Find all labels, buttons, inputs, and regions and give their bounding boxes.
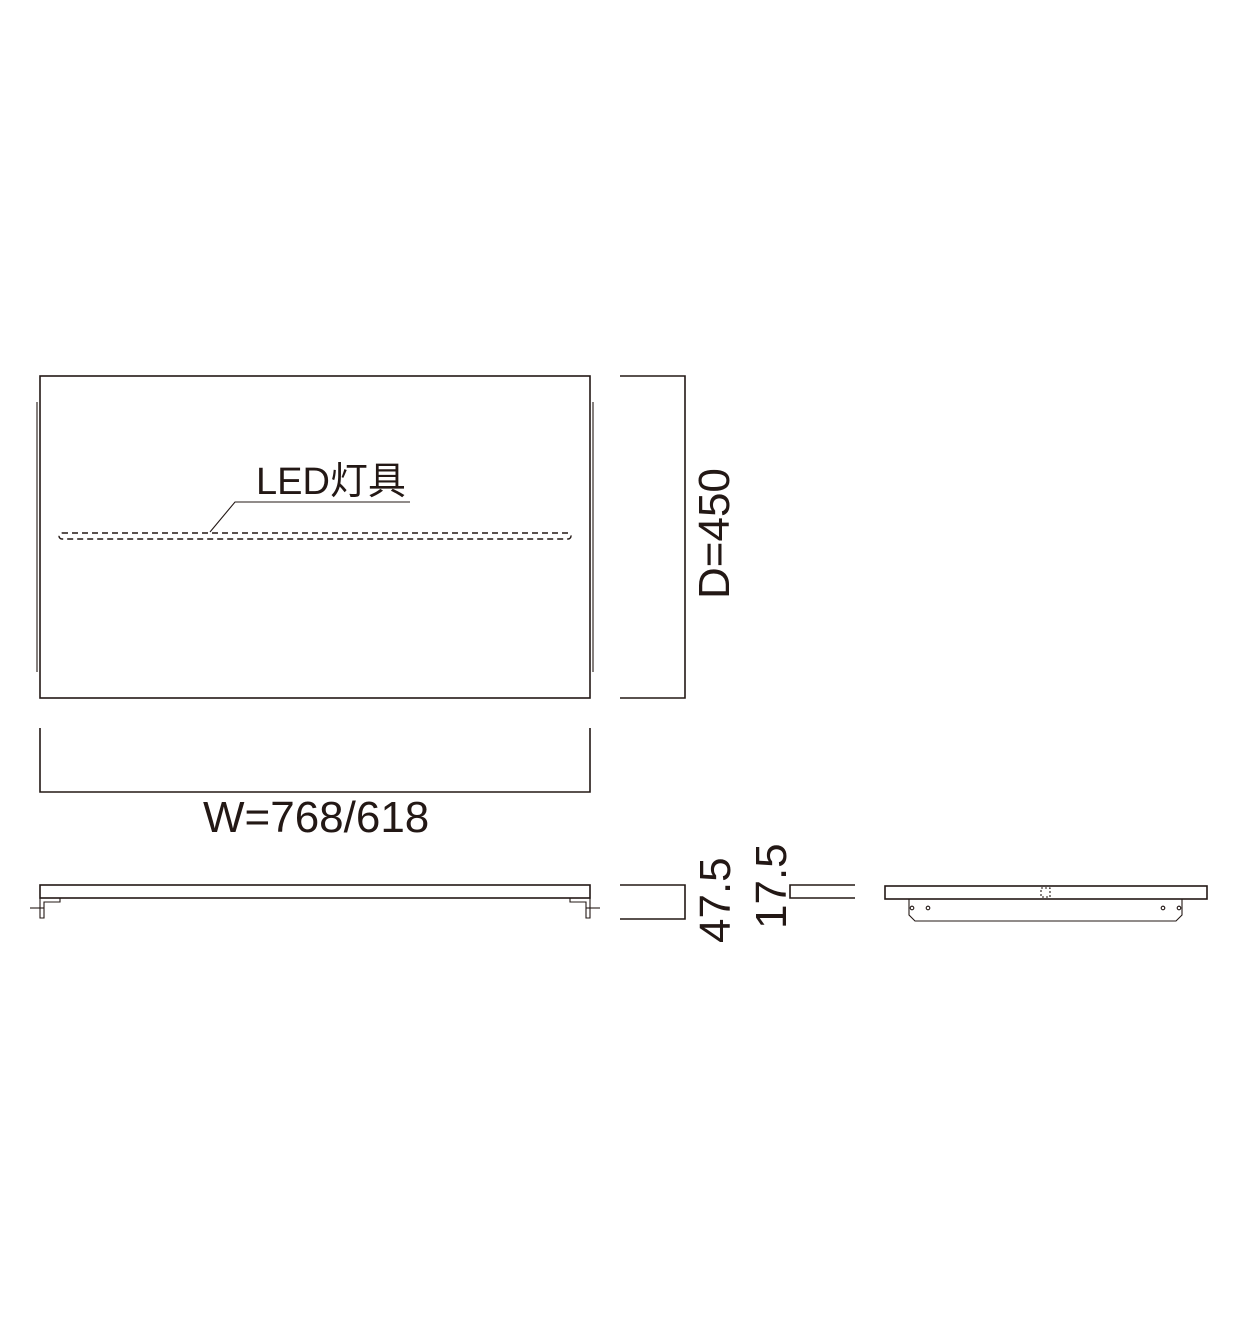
front-left-bracket	[39, 898, 61, 919]
led-leader-line	[209, 501, 410, 533]
width-dimension: W=768/618	[39, 728, 591, 842]
side-hole-4	[1176, 905, 1182, 911]
front-right-bracket	[569, 898, 591, 919]
depth-dimension: D=450	[620, 375, 739, 699]
side-shelf-board	[884, 885, 1208, 900]
top-view: LED灯具	[36, 375, 594, 699]
front-height-dimension: 47.5	[620, 857, 740, 943]
depth-label: D=450	[690, 468, 739, 599]
front-shelf-board	[39, 884, 591, 899]
side-bracket-plate	[908, 899, 1183, 922]
led-fixture-label: LED灯具	[256, 461, 406, 503]
side-hole-2	[925, 905, 931, 911]
front-height-dimension-line	[620, 884, 686, 920]
side-view	[884, 885, 1208, 922]
led-fixture-outline	[58, 532, 572, 540]
width-dimension-line	[39, 728, 591, 793]
side-hole-3	[1160, 905, 1166, 911]
front-view	[30, 884, 600, 919]
side-hole-1	[909, 905, 915, 911]
side-height-dimension-line	[789, 884, 855, 899]
shelf-top-outline	[39, 375, 591, 699]
side-height-label: 17.5	[747, 843, 796, 929]
side-center-notch	[1040, 887, 1051, 898]
depth-dimension-line	[620, 375, 686, 699]
front-height-label: 47.5	[691, 857, 740, 943]
side-height-dimension: 17.5	[747, 843, 855, 929]
width-label: W=768/618	[203, 793, 429, 842]
